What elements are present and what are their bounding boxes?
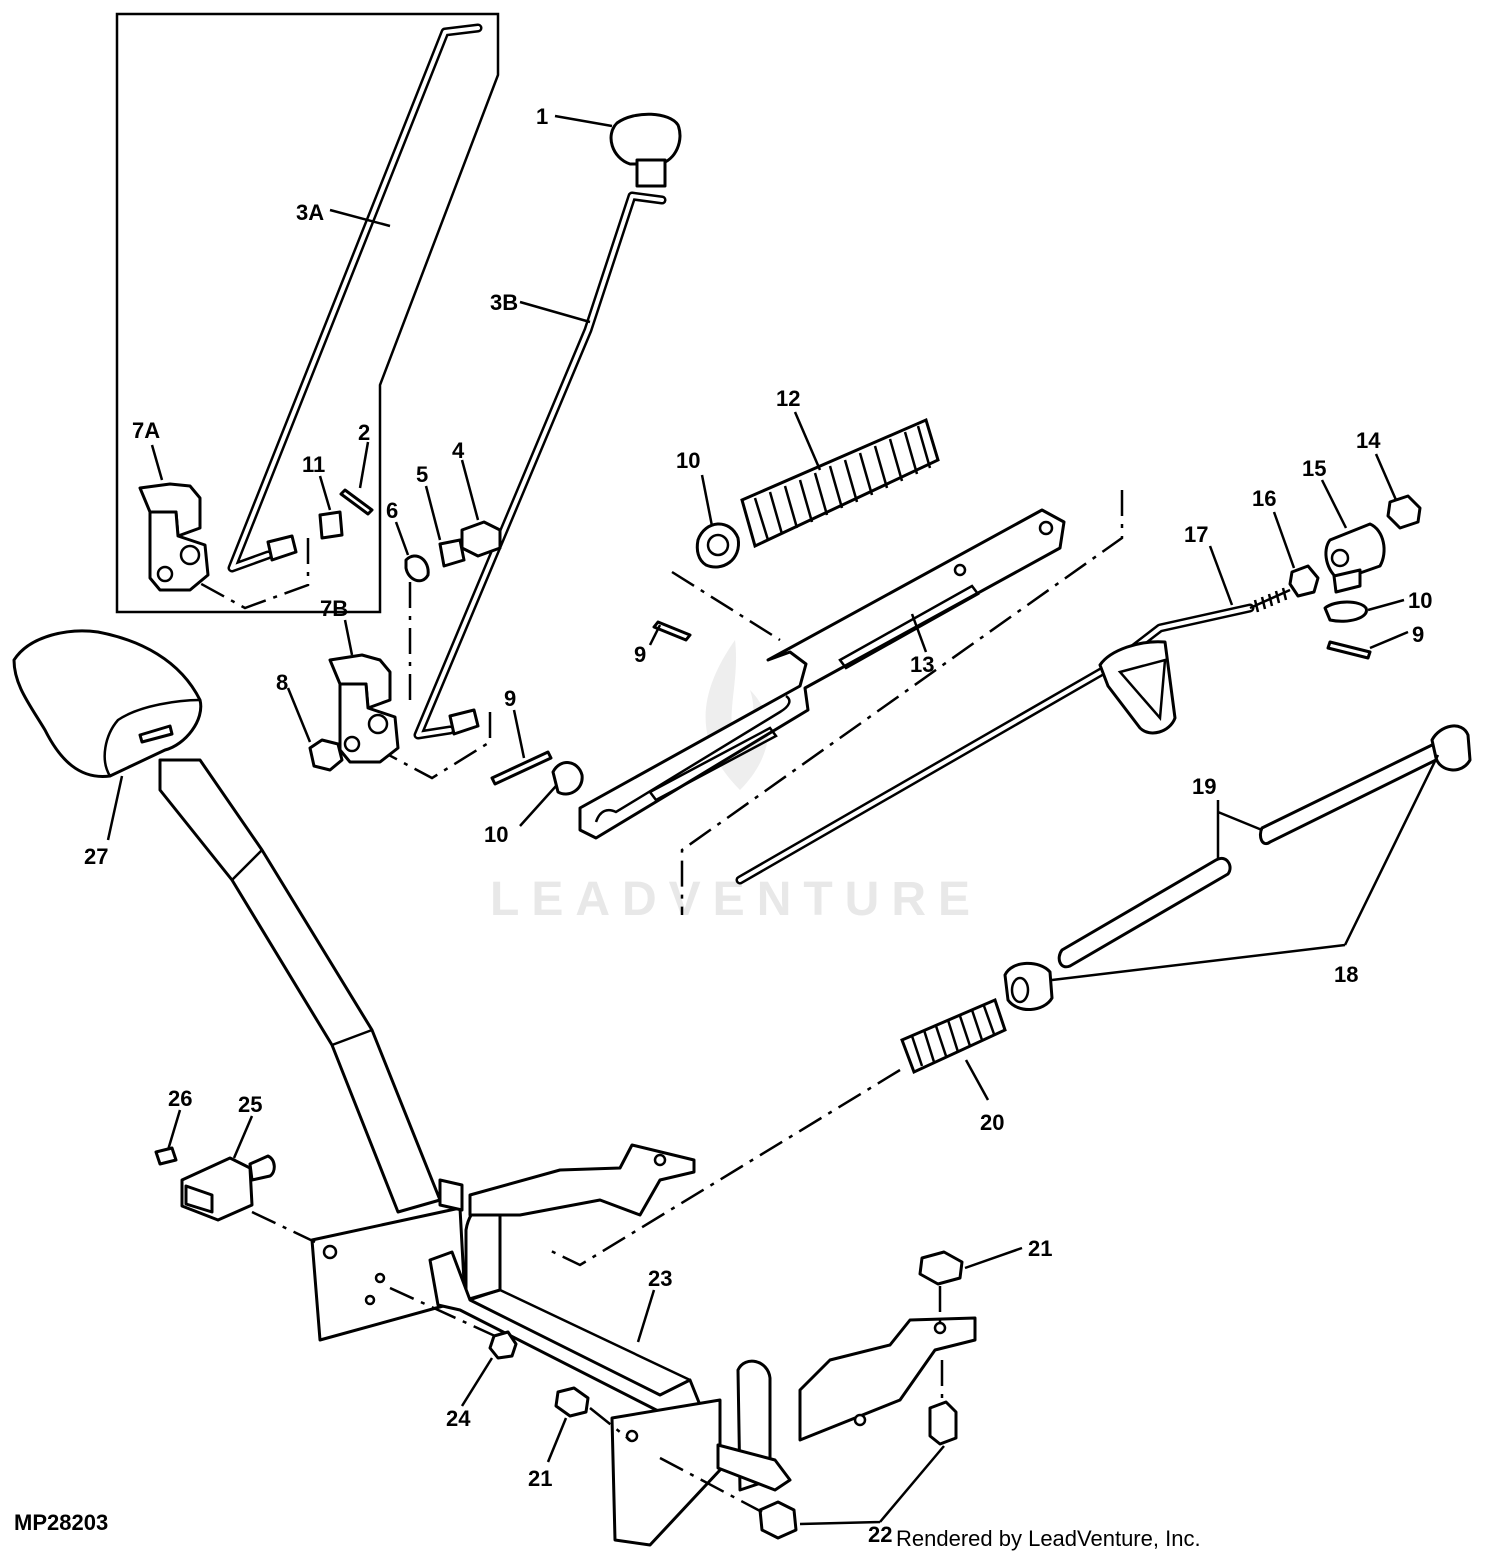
callout-9-center: 9 <box>504 686 516 711</box>
callout-10-right: 10 <box>1408 588 1432 613</box>
spring-12 <box>740 417 940 549</box>
watermark-text: LEADVENTURE <box>490 873 982 926</box>
bolt-22-lower <box>758 1500 798 1540</box>
nut-14 <box>1386 494 1422 530</box>
washer-6 <box>404 554 430 583</box>
bracket-7a <box>138 482 210 592</box>
callout-19: 19 <box>1192 774 1216 799</box>
callout-16: 16 <box>1252 486 1276 511</box>
callouts: 1 2 3A 3B 4 5 6 7A 7B 8 9 9 9 10 10 10 1… <box>84 104 1432 1547</box>
callout-10-lower: 10 <box>484 822 508 847</box>
dash-24-bracket <box>389 1286 496 1338</box>
screw-26 <box>154 1146 178 1166</box>
inset-frame-3a <box>115 12 500 614</box>
nut-8 <box>308 738 344 772</box>
cotter-pin-9-upper <box>652 620 692 642</box>
callout-20: 20 <box>980 1110 1004 1135</box>
nut-21-upper <box>918 1250 964 1286</box>
washer-10-right <box>1323 600 1368 623</box>
dash-22-lower <box>659 1456 763 1514</box>
shaft-23 <box>428 1250 702 1420</box>
ferrule-15 <box>1324 522 1386 594</box>
pin-2 <box>339 488 374 516</box>
switch-25 <box>180 1154 276 1222</box>
bracket-7b <box>328 653 400 764</box>
bracket-frame-right <box>610 1316 977 1547</box>
callout-4: 4 <box>452 438 465 463</box>
callout-5: 5 <box>416 462 428 487</box>
pedal-arm-27 <box>158 758 442 1214</box>
cotter-pin-9-lower <box>490 750 553 786</box>
washer-11 <box>318 510 344 540</box>
washer-10-lower <box>551 761 584 796</box>
callout-1: 1 <box>536 104 548 129</box>
callout-2: 2 <box>358 420 370 445</box>
callout-21-upper: 21 <box>1028 1236 1052 1261</box>
callout-3a: 3A <box>296 200 324 225</box>
nut-24 <box>488 1330 518 1360</box>
callout-3b: 3B <box>490 290 518 315</box>
callout-9-upper: 9 <box>634 642 646 667</box>
callout-6: 6 <box>386 498 398 523</box>
spacer-5 <box>438 538 466 568</box>
dash-21-lower <box>589 1407 631 1441</box>
rod-3b <box>413 191 667 740</box>
knob-1 <box>609 112 682 188</box>
bushing-18 <box>1003 961 1054 1011</box>
bolt-22-upper <box>928 1400 958 1446</box>
callout-27: 27 <box>84 844 108 869</box>
spring-20 <box>900 997 1007 1075</box>
rod-17 <box>735 587 1291 885</box>
leader-lines <box>106 114 1440 1526</box>
linkage-bar-13 <box>578 508 1066 840</box>
bolt-4 <box>460 520 502 558</box>
dash-13-17 <box>680 490 1124 915</box>
callout-10-upper: 10 <box>676 448 700 473</box>
link-19 <box>1057 724 1472 969</box>
reference-code: MP28203 <box>14 1510 108 1535</box>
callout-22: 22 <box>868 1522 892 1547</box>
callout-7b: 7B <box>320 596 348 621</box>
callout-12: 12 <box>776 386 800 411</box>
pedal-27 <box>12 629 203 778</box>
render-credit: Rendered by LeadVenture, Inc. <box>896 1526 1201 1551</box>
callout-17: 17 <box>1184 522 1208 547</box>
callout-14: 14 <box>1356 428 1381 453</box>
bracket-frame-center <box>310 1143 696 1342</box>
dash-3b-7b <box>369 712 492 780</box>
callout-11: 11 <box>302 452 325 477</box>
rod-3a <box>227 23 483 573</box>
dash-20-bracket <box>544 1068 901 1267</box>
callout-23: 23 <box>648 1266 672 1291</box>
dash-25-bracket <box>251 1210 316 1244</box>
cotter-pin-9-right <box>1326 640 1372 660</box>
dash-9-13 <box>671 570 781 642</box>
callout-15: 15 <box>1302 456 1326 481</box>
callout-26: 26 <box>168 1086 192 1111</box>
callout-13: 13 <box>910 652 934 677</box>
callout-24: 24 <box>446 1406 471 1431</box>
dash-3a-7a <box>184 538 310 610</box>
nut-21-lower <box>554 1386 590 1418</box>
callout-9-right: 9 <box>1412 622 1424 647</box>
nut-16 <box>1288 564 1320 598</box>
callout-18: 18 <box>1334 962 1358 987</box>
callout-7a: 7A <box>132 418 160 443</box>
callout-21-lower: 21 <box>528 1466 552 1491</box>
callout-8: 8 <box>276 670 288 695</box>
callout-25: 25 <box>238 1092 262 1117</box>
